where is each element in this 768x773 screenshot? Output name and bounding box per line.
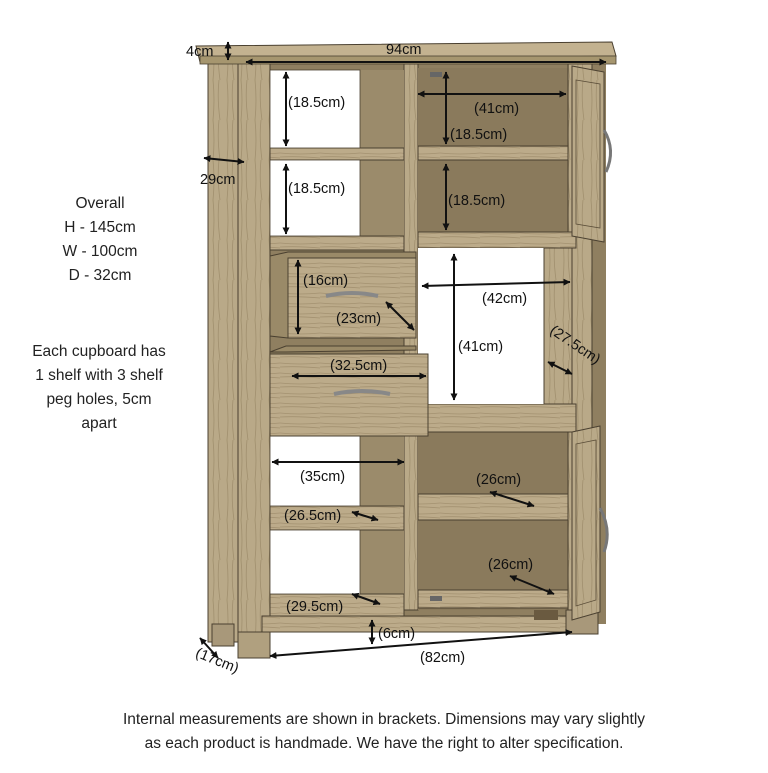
dim-line-cupboard-depth (547, 361, 573, 375)
label-foot-depth: (17cm) (193, 645, 241, 677)
overall-width: W - 100cm (62, 243, 138, 260)
dim-line-base-width (269, 629, 573, 659)
label-plinth-height: (6cm) (378, 626, 415, 642)
dim-line-drawer-depth (385, 301, 415, 331)
left-front-stile (237, 61, 271, 659)
door-panel (575, 79, 601, 229)
shelf (269, 147, 405, 161)
open-section (418, 248, 424, 404)
footer-disclaimer: Internal measurements are shown in brack… (0, 708, 768, 756)
door-handle (598, 507, 609, 553)
label-upper-left-shelf-2: (18.5cm) (288, 181, 345, 197)
left-side-panel (207, 61, 239, 643)
footer-line: as each product is handmade. We have the… (144, 735, 624, 752)
plinth (261, 615, 579, 633)
shelf-note: Each cupboard has 1 shelf with 3 shelf p… (14, 340, 184, 436)
drawer-handle (325, 291, 379, 298)
dim-line-lower-right-1 (489, 490, 535, 508)
dim-line-lower-right-2 (509, 575, 555, 595)
open-section (424, 248, 544, 404)
overall-heading: Overall (75, 195, 125, 212)
door-handle (602, 129, 612, 173)
shelf-note-line: apart (81, 415, 117, 432)
shelf-note-line: peg holes, 5cm (46, 391, 152, 408)
dim-line-lower-left-shelf (351, 510, 379, 522)
upper-drawer (269, 251, 417, 339)
shelf-note-line: 1 shelf with 3 shelf (35, 367, 163, 384)
label-drawer-height: (16cm) (303, 273, 348, 289)
dim-line-side-depth (203, 155, 245, 165)
label-base-width: (82cm) (420, 650, 465, 666)
label-upper-left-shelf-1: (18.5cm) (288, 95, 345, 111)
label-upper-right-width: (41cm) (474, 101, 519, 117)
shelf (417, 231, 577, 249)
label-top-width: 94cm (386, 42, 421, 58)
overall-height: H - 145cm (64, 219, 136, 236)
open-compartment (269, 529, 361, 595)
lower-drawer (269, 345, 429, 437)
shelf (417, 493, 569, 521)
lower-cupboard-door (571, 425, 601, 621)
middle-side-panel (543, 247, 573, 405)
label-upper-right-shelf-2: (18.5cm) (448, 193, 505, 209)
footer-line: Internal measurements are shown in brack… (122, 711, 646, 728)
label-middle-width: (42cm) (482, 291, 527, 307)
dim-line-bottom-shelf (351, 592, 381, 606)
upper-cupboard-door (571, 65, 605, 243)
shelf (269, 235, 405, 251)
hinge (430, 596, 442, 601)
dim-line-foot-depth (199, 637, 219, 659)
cabinet (195, 41, 617, 659)
left-foot (211, 623, 235, 647)
overall-depth: D - 32cm (68, 267, 132, 284)
label-lower-left-width: (35cm) (300, 469, 345, 485)
left-front-foot (237, 631, 271, 659)
label-middle-height: (41cm) (458, 339, 503, 355)
dim-line-middle-width (421, 278, 571, 290)
open-compartment (269, 159, 361, 237)
dimension-labels: 4cm 94cm 29cm (18.5cm) (18.5cm) (41cm) (… (186, 42, 603, 677)
label-upper-right-shelf-1: (18.5cm) (450, 127, 507, 143)
shelf (417, 145, 569, 161)
open-compartment (269, 435, 361, 507)
drawer-handle (333, 389, 391, 396)
label-lower-right-shelf-1: (26cm) (476, 472, 521, 488)
plinth-block (534, 610, 558, 620)
label-drawer-depth: (23cm) (336, 311, 381, 327)
label-top-thickness: 4cm (186, 44, 213, 60)
overall-dimensions-note: Overall H - 145cm W - 100cm D - 32cm (48, 192, 152, 288)
door-panel (575, 439, 597, 607)
center-divider-lower (403, 429, 419, 611)
label-bottom-shelf-depth: (29.5cm) (286, 599, 343, 615)
shelf (417, 403, 577, 433)
shelf-note-line: Each cupboard has (32, 343, 166, 360)
dimension-lines (199, 41, 607, 659)
center-divider (403, 63, 419, 405)
label-side-depth: 29cm (200, 172, 235, 188)
label-lower-right-shelf-2: (26cm) (488, 557, 533, 573)
label-lower-left-shelf-depth: (26.5cm) (284, 508, 341, 524)
label-drawer-width: (32.5cm) (330, 358, 387, 374)
hinge (430, 72, 442, 77)
